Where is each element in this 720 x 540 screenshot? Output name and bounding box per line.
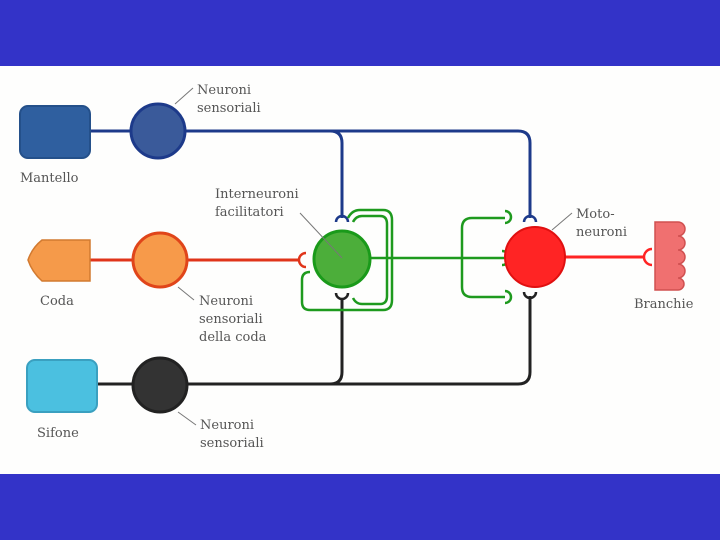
leader-lines bbox=[174, 87, 573, 426]
sensory-bottom-label: sensoriali bbox=[200, 436, 264, 451]
sifone-pathway bbox=[97, 291, 538, 386]
top-band bbox=[0, 0, 720, 66]
interneuron-branches bbox=[300, 208, 513, 312]
sensory-bottom-label: Neuroni bbox=[200, 418, 254, 433]
mantello-organ bbox=[19, 105, 91, 159]
branchie-label: Branchie bbox=[634, 297, 694, 312]
branchie-organ bbox=[654, 221, 686, 291]
motoneuron bbox=[504, 226, 566, 288]
interneuron bbox=[312, 229, 372, 289]
mantello-label: Mantello bbox=[20, 171, 79, 186]
sensory-top-label: Neuroni bbox=[197, 83, 251, 98]
coda-pathway bbox=[90, 251, 307, 269]
sensory-neuron-coda bbox=[131, 231, 189, 289]
sensory-neuron-sifone bbox=[131, 356, 189, 414]
sensory-tail-label: della coda bbox=[199, 330, 267, 345]
motoneuroni-label: neuroni bbox=[576, 225, 627, 240]
sensory-top-label: sensoriali bbox=[197, 101, 261, 116]
interneuroni-label: facilitatori bbox=[215, 205, 284, 220]
sifone-label: Sifone bbox=[37, 426, 79, 441]
bottom-band bbox=[0, 474, 720, 540]
mantello-pathway bbox=[90, 129, 538, 223]
sifone-organ bbox=[26, 359, 98, 413]
sensory-tail-label: Neuroni bbox=[199, 294, 253, 309]
sensory-neuron-mantello bbox=[129, 102, 187, 160]
sensory-tail-label: sensoriali bbox=[199, 312, 263, 327]
coda-label: Coda bbox=[40, 294, 74, 309]
interneuroni-label: Interneuroni bbox=[215, 187, 299, 202]
coda-organ bbox=[27, 239, 91, 282]
motor-output bbox=[565, 247, 653, 267]
motoneuroni-label: Moto- bbox=[576, 207, 615, 222]
